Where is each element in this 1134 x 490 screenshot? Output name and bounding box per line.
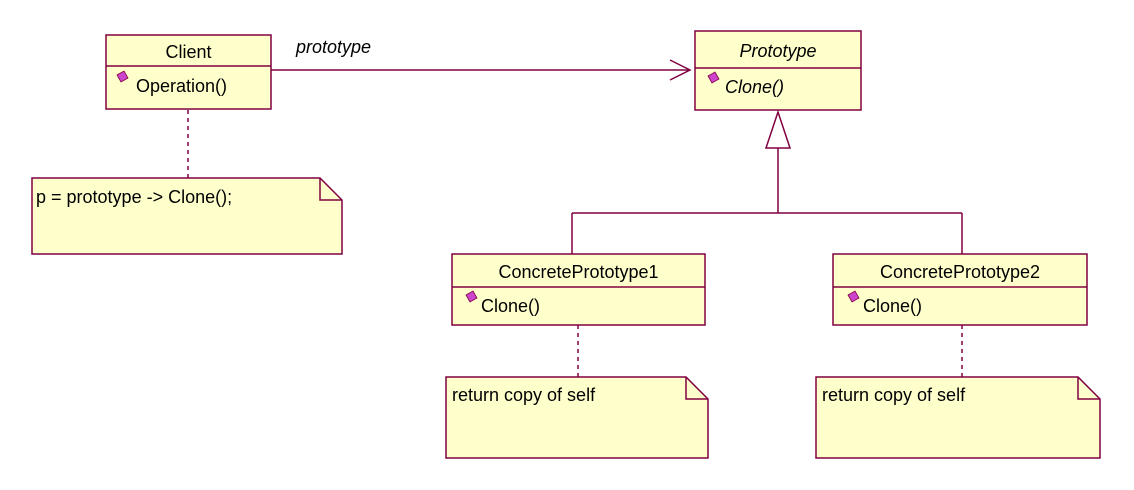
class-client-operation: Operation() <box>136 76 227 96</box>
class-prototype-operation: Clone() <box>725 77 784 97</box>
class-concrete-prototype-1-name: ConcretePrototype1 <box>498 262 658 282</box>
operation-icon <box>465 290 478 303</box>
note-client[interactable]: p = prototype -> Clone(); <box>31 177 343 255</box>
operation-icon <box>707 71 720 84</box>
class-client-name: Client <box>165 42 211 62</box>
note-fold <box>685 377 708 400</box>
class-concrete-prototype-1[interactable]: ConcretePrototype1 Clone() <box>451 253 706 326</box>
operation-icon <box>847 290 860 303</box>
note-concrete-prototype-2[interactable]: return copy of self <box>815 376 1101 459</box>
class-concrete-prototype-2-operation: Clone() <box>863 296 922 316</box>
class-concrete-prototype-2[interactable]: ConcretePrototype2 Clone() <box>832 253 1088 326</box>
generalization-triangle <box>764 109 792 149</box>
class-prototype-name: Prototype <box>739 41 816 61</box>
note-fold <box>319 178 342 201</box>
note-concrete-prototype-1-text: return copy of self <box>452 385 596 405</box>
note-concrete-prototype-2-text: return copy of self <box>822 385 966 405</box>
association-label: prototype <box>295 37 371 57</box>
class-concrete-prototype-1-operation: Clone() <box>481 296 540 316</box>
association-arrowhead <box>669 59 692 81</box>
generalization-tree <box>571 109 963 254</box>
class-prototype[interactable]: Prototype Clone() <box>694 30 862 111</box>
note-fold <box>1077 377 1100 400</box>
note-client-text: p = prototype -> Clone(); <box>36 187 232 207</box>
operation-icon <box>116 70 129 83</box>
class-concrete-prototype-2-name: ConcretePrototype2 <box>880 262 1040 282</box>
association-client-prototype: prototype <box>271 37 692 81</box>
note-concrete-prototype-1[interactable]: return copy of self <box>445 376 709 459</box>
class-client[interactable]: Client Operation() <box>105 34 272 110</box>
